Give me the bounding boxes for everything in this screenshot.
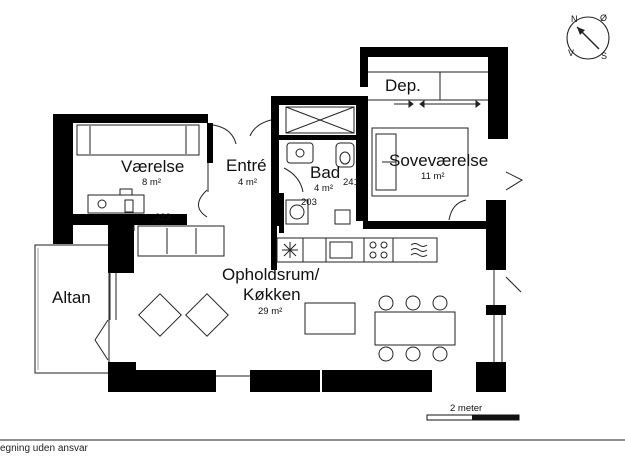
balcony (34, 244, 110, 374)
interior-lines (76, 71, 524, 377)
room-ophold-area: 29 m² (258, 306, 282, 317)
compass-s: S (601, 51, 607, 61)
compass-n: N (571, 14, 578, 24)
walls (53, 47, 508, 392)
room-bad-name: Bad (310, 163, 340, 182)
scale-label: 2 meter (450, 403, 482, 414)
scale-bar: 2 meter (426, 403, 520, 421)
room-entre-area: 4 m² (238, 177, 257, 188)
compass-w: V (568, 48, 574, 58)
room-ophold-line2: Køkken (243, 285, 301, 304)
room-vaerelse-area: 8 m² (142, 177, 161, 188)
room-altan-name: Altan (52, 288, 91, 307)
room-vaerelse-name: Værelse (121, 157, 184, 176)
compass: N Ø S V (566, 13, 610, 61)
compass-ring (566, 16, 610, 60)
room-bad-code-b: 203 (301, 197, 317, 208)
room-sovevaerelse-area: 11 m² (421, 171, 445, 182)
compass-needle-icon (582, 31, 595, 44)
room-entre-name: Entré (226, 156, 267, 175)
room-ophold-line1: Opholdsrum/ (222, 265, 320, 284)
disclaimer-text: egning uden ansvar (0, 443, 88, 454)
room-vaerelse-code: 323 (155, 212, 171, 223)
room-bad-code-a: 241 (343, 177, 359, 188)
compass-e: Ø (600, 13, 607, 23)
room-depot-name: Dep. (385, 76, 421, 95)
room-labels: Værelse 8 m² 323 Entré 4 m² Bad 4 m² 241… (52, 76, 488, 317)
room-bad-area: 4 m² (314, 183, 333, 194)
room-sovevaerelse-name: Soveværelse (389, 151, 488, 170)
